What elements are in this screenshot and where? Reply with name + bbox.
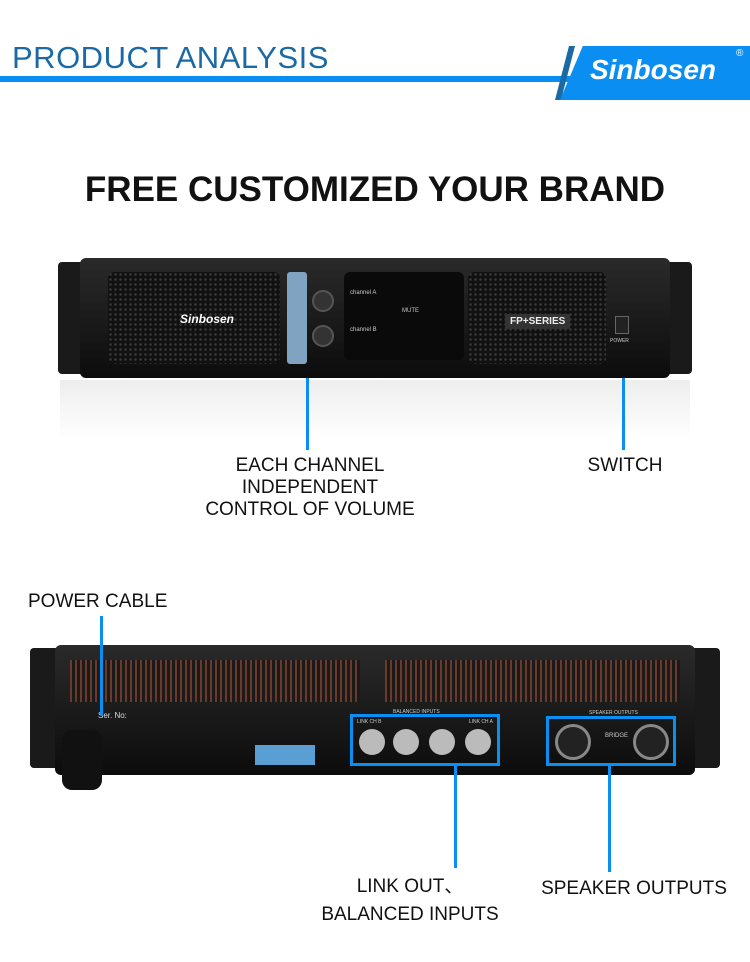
callout-volume-line: INDEPENDENT [241,477,379,498]
callout-inputs-line: BALANCED INPUTS [321,904,499,925]
callout-line-volume [306,378,309,450]
callout-switch: SWITCH [587,455,663,476]
brand-logo: Sinbosen [590,54,717,85]
link-b-label: LINK CH B [357,719,382,725]
display-panel: channel A channel B MUTE [344,272,464,360]
header-divider [0,76,580,82]
callout-power-cable: POWER CABLE [28,591,168,612]
callout-line-power [100,616,103,716]
callout-volume-line: EACH CHANNEL [235,455,385,476]
callout-volume: EACH CHANNEL INDEPENDENT CONTROL OF VOLU… [160,455,460,521]
bridge-label: BRIDGE [605,733,629,739]
rack-ear-right-rear [690,648,720,768]
reflection [60,380,690,440]
callout-line-speaker [608,766,611,872]
power-label: POWER [610,338,629,344]
xlr-connector[interactable] [429,729,455,755]
callout-line-inputs [454,766,457,868]
link-a-label: LINK CH A [468,719,493,725]
front-brand: Sinbosen [180,312,235,326]
callout-speaker: SPEAKER OUTPUTS [541,878,727,899]
registered-mark: ® [736,48,744,59]
callout-line-switch [622,378,625,450]
speakon-connector[interactable] [555,724,591,760]
xlr-connector[interactable] [393,729,419,755]
power-cable [62,730,102,790]
blue-strip [287,272,307,364]
dip-switches[interactable] [255,745,315,765]
speaker-highlight: SPEAKER OUTPUTS BRIDGE [546,710,676,766]
vent-left [70,660,360,702]
callout-volume-line: CONTROL OF VOLUME [205,499,415,520]
channel-b-label: channel B [350,327,377,333]
vent-right [385,660,680,702]
power-switch[interactable] [615,316,629,334]
brand-logo-bg [560,46,750,100]
callout-inputs-line: LINK OUT、 [356,876,464,897]
headline: FREE CUSTOMIZED YOUR BRAND [84,170,666,209]
xlr-connector[interactable] [465,729,491,755]
grille-left [108,272,280,364]
volume-knob-a[interactable] [312,290,334,312]
section-title: PRODUCT ANALYSIS [12,40,329,75]
inputs-highlight: LINK CH B BALANCED INPUTS LINK CH A [350,709,500,766]
channel-a-label: channel A [350,290,377,296]
volume-knob-b[interactable] [312,325,334,347]
speakon-connector[interactable] [633,724,669,760]
xlr-connector[interactable] [359,729,385,755]
balanced-inputs-label: BALANCED INPUTS [393,709,440,715]
speaker-outputs-label: SPEAKER OUTPUTS [589,710,638,716]
mute-label: MUTE [402,308,419,314]
serial-label: Ser. No: [98,711,127,720]
callout-inputs: LINK OUT、 BALANCED INPUTS [290,873,530,929]
series-badge: FP+SERIES [505,314,571,329]
